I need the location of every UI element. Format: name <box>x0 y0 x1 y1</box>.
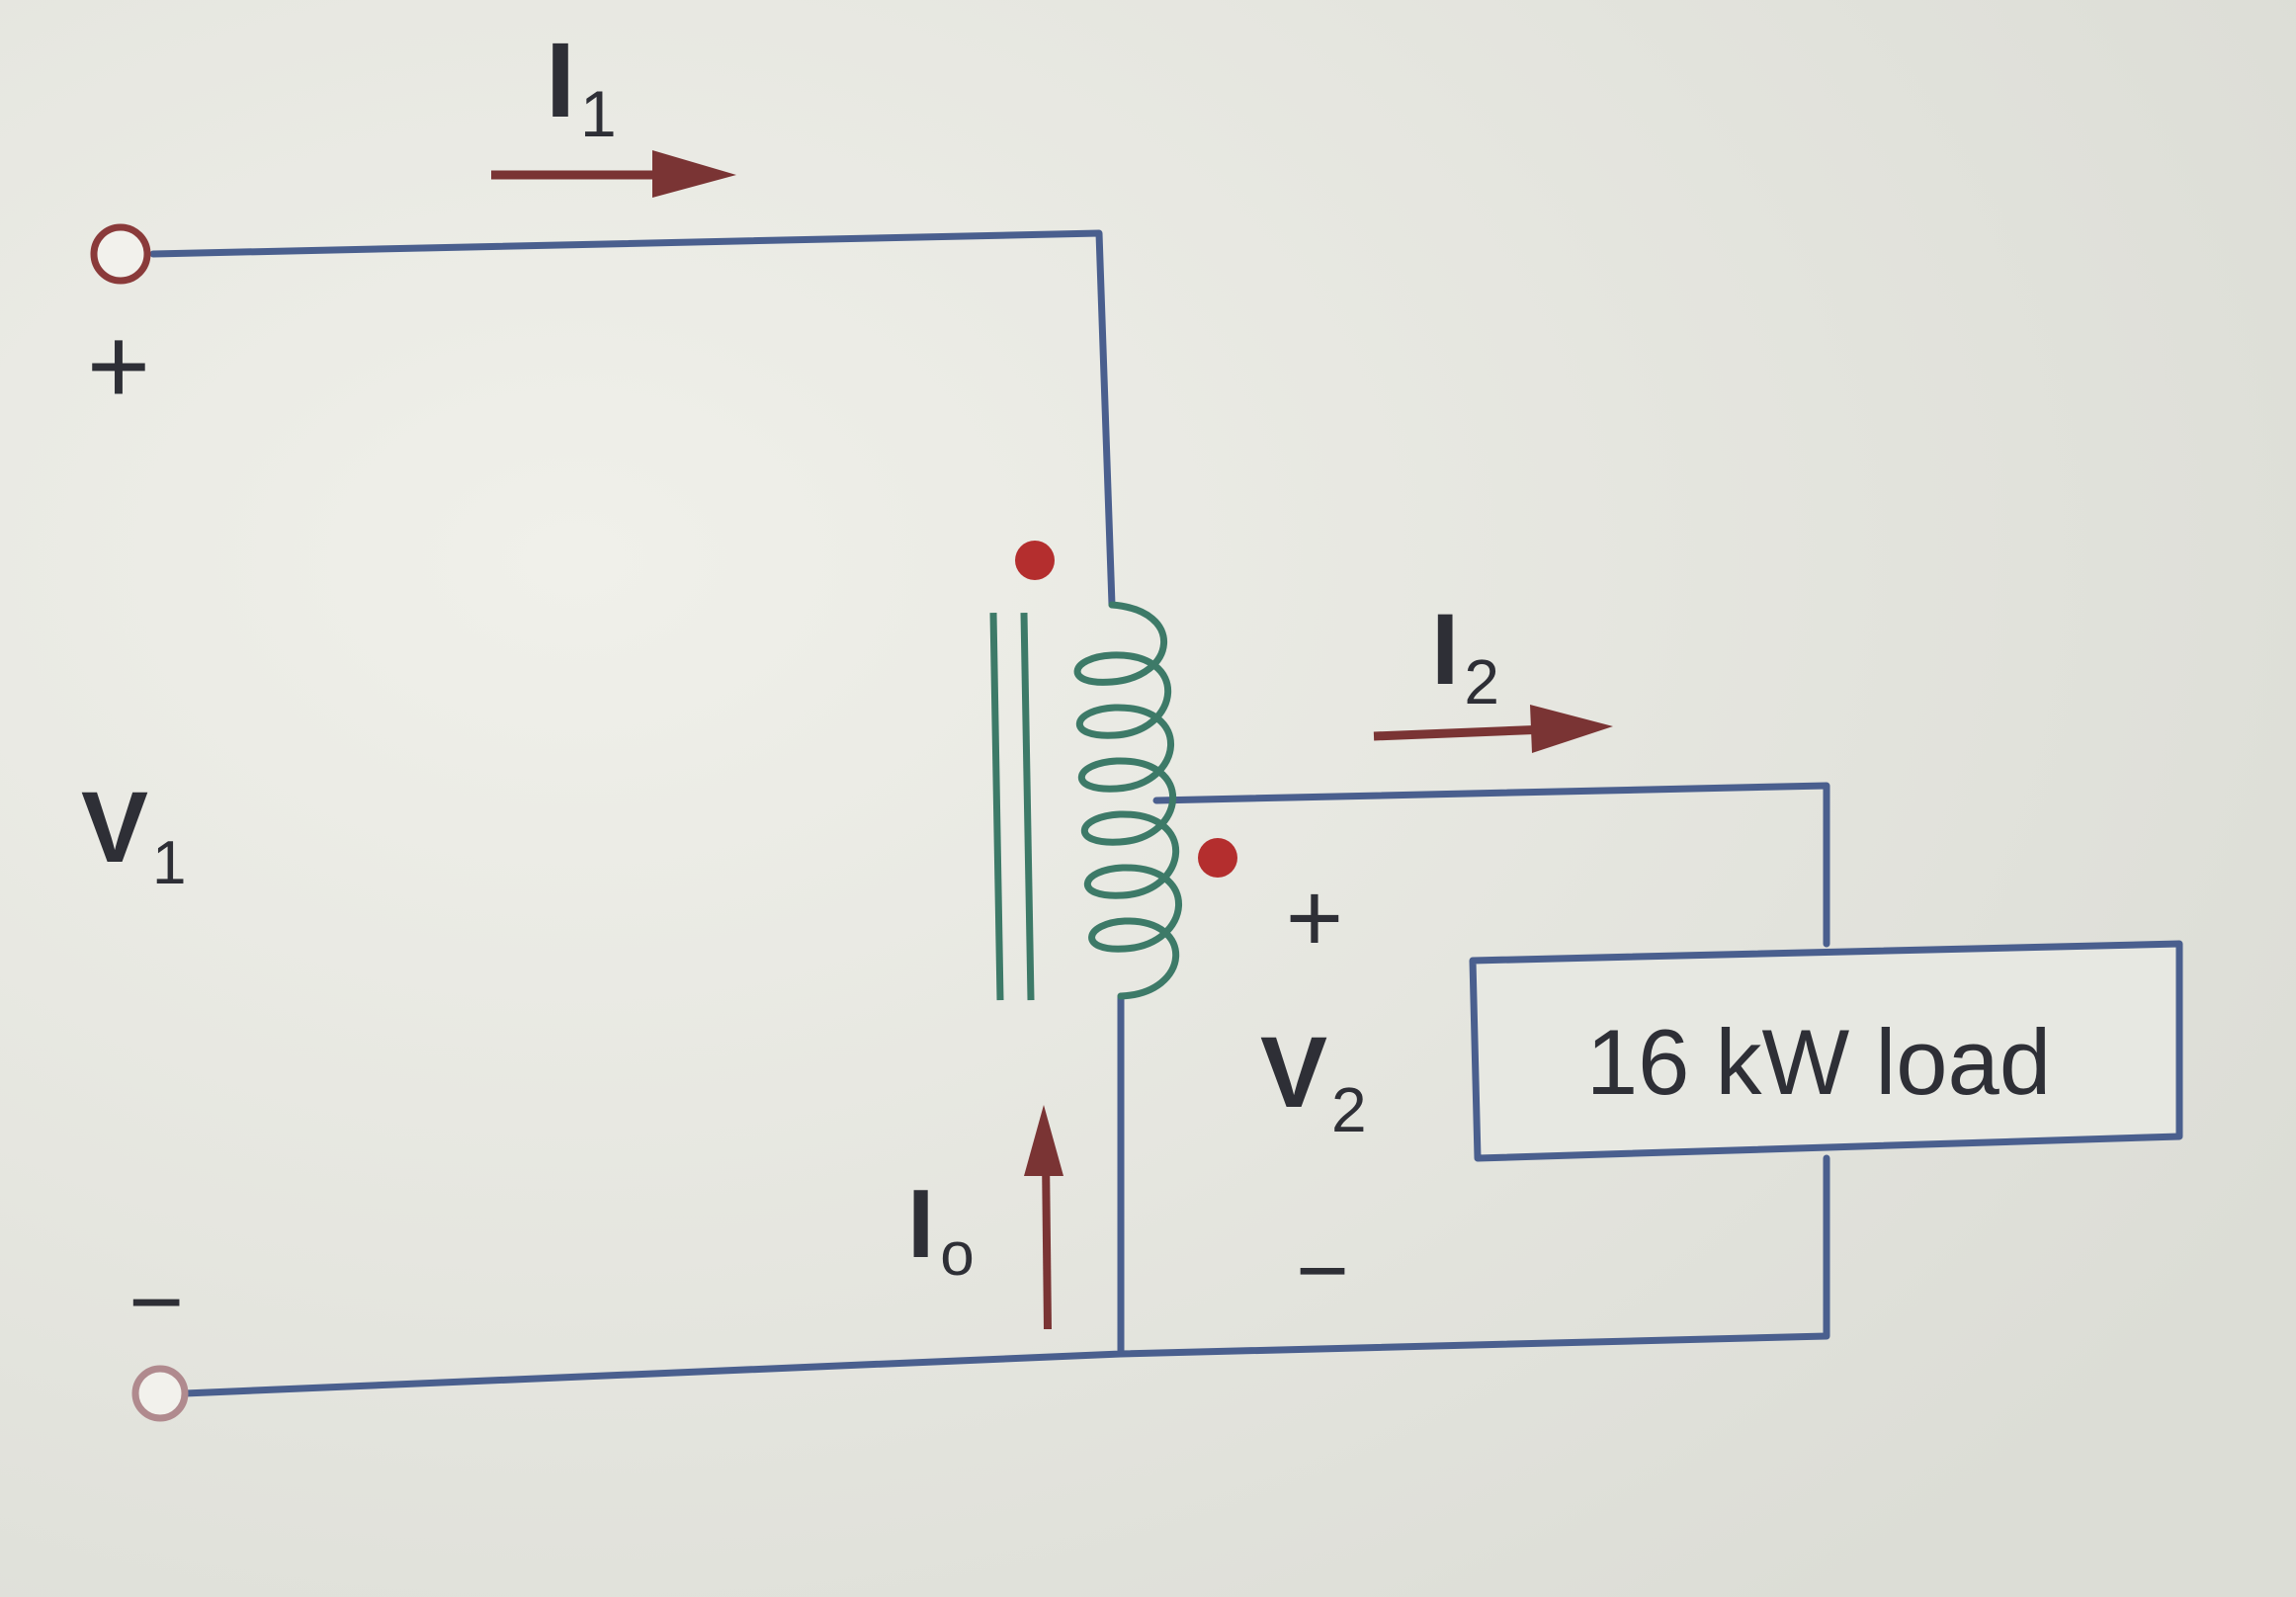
i1-label: I1 <box>546 20 617 150</box>
transformer-coil <box>1073 601 1182 1000</box>
secondary-top-wire <box>1152 782 1830 948</box>
i2-label: I2 <box>1431 593 1499 717</box>
io-arrowhead <box>1024 1105 1063 1176</box>
io-label: Io <box>907 1169 975 1289</box>
load-rectangle <box>1469 940 2183 1162</box>
primary-bottom-terminal <box>131 1365 189 1422</box>
bottom-primary-wire <box>181 992 1125 1397</box>
v1-label: V1 <box>81 771 187 897</box>
primary-top-terminal <box>90 223 151 285</box>
i2-label-main: I <box>1431 593 1459 706</box>
wires <box>149 229 1830 1397</box>
io-arrow-shaft <box>1042 1155 1052 1330</box>
secondary-plus-sign: + <box>1286 863 1343 973</box>
i2-label-sub: 2 <box>1464 646 1499 717</box>
v2-label-main: V <box>1260 1016 1327 1129</box>
primary-polarity-dot <box>1015 541 1055 580</box>
top-primary-wire <box>149 229 1116 609</box>
current-arrows <box>491 150 1613 1330</box>
io-label-main: I <box>907 1169 934 1278</box>
load-label: 16 kW load <box>1586 1010 2051 1114</box>
v1-label-sub: 1 <box>152 829 186 897</box>
i1-label-main: I <box>546 20 575 139</box>
secondary-bottom-wire <box>1117 1154 1830 1358</box>
i1-label-sub: 1 <box>580 77 617 150</box>
io-label-sub: o <box>940 1220 974 1289</box>
secondary-polarity-dot <box>1198 838 1237 878</box>
transformer-core <box>989 612 1035 1001</box>
i1-arrowhead <box>652 150 736 198</box>
secondary-minus-sign: − <box>1296 1220 1349 1321</box>
i2-arrowhead <box>1530 705 1613 753</box>
primary-plus-sign: + <box>87 305 150 427</box>
v2-label: V2 <box>1260 1016 1367 1145</box>
i2-arrow-shaft <box>1373 724 1548 741</box>
v2-label-sub: 2 <box>1331 1074 1367 1145</box>
load-box: 16 kW load <box>1469 940 2183 1162</box>
v1-label-main: V <box>81 771 148 883</box>
primary-minus-sign: − <box>128 1249 184 1355</box>
